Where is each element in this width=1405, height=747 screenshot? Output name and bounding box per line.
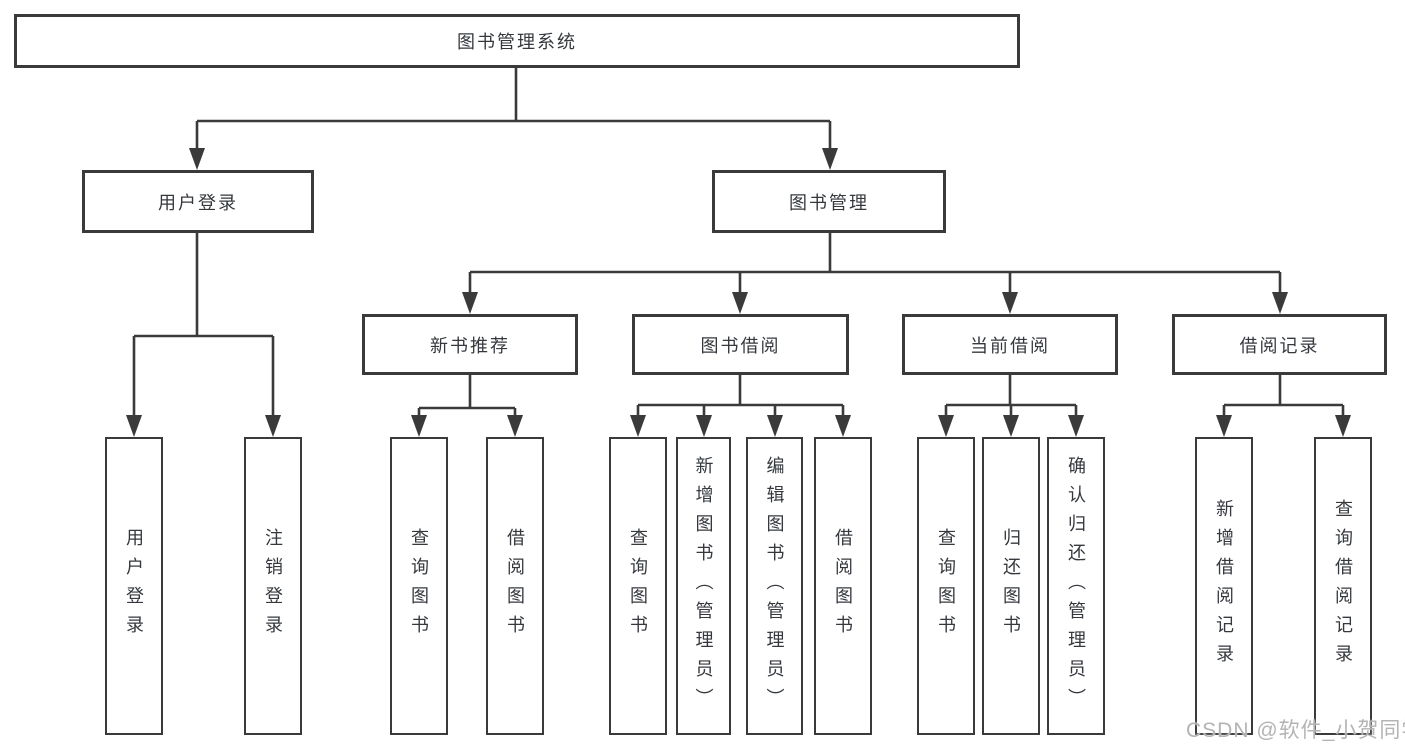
node-label: 注销登录 bbox=[263, 528, 283, 644]
connector-book-mgmt-to-level3 bbox=[462, 231, 1288, 314]
node-label: 用户登录 bbox=[124, 528, 144, 644]
leaf-query-books-borrowing: 查询图书 bbox=[609, 437, 667, 735]
connector-borrow-records-to-leaves bbox=[1216, 373, 1351, 437]
node-label: 归还图书 bbox=[1001, 528, 1021, 644]
node-book-management: 图书管理 bbox=[712, 170, 946, 233]
leaf-add-books-admin: 新增图书（管理员） bbox=[676, 437, 731, 735]
node-label: 图书管理系统 bbox=[457, 32, 577, 52]
connector-user-login-to-leaves bbox=[126, 231, 281, 437]
node-borrowing-records: 借阅记录 bbox=[1172, 314, 1387, 375]
node-book-borrowing: 图书借阅 bbox=[632, 314, 849, 375]
connector-current-borrow-to-leaves bbox=[938, 373, 1084, 437]
leaf-query-borrow-record: 查询借阅记录 bbox=[1314, 437, 1372, 735]
connector-book-borrow-to-leaves bbox=[630, 373, 851, 437]
node-label: 借阅图书 bbox=[505, 528, 525, 644]
node-new-book-recommend: 新书推荐 bbox=[362, 314, 578, 375]
node-label: 图书管理 bbox=[789, 192, 869, 213]
node-label: 当前借阅 bbox=[970, 335, 1050, 356]
leaf-return-books: 归还图书 bbox=[982, 437, 1040, 735]
node-label: 新增借阅记录 bbox=[1214, 499, 1234, 673]
leaf-query-books-current: 查询图书 bbox=[917, 437, 975, 735]
node-user-login: 用户登录 bbox=[82, 170, 314, 233]
node-label: 借阅图书 bbox=[833, 528, 853, 644]
node-label: 编辑图书（管理员） bbox=[764, 455, 785, 717]
node-label: 查询图书 bbox=[409, 528, 429, 644]
node-label: 新书推荐 bbox=[430, 335, 510, 356]
leaf-edit-books-admin: 编辑图书（管理员） bbox=[746, 437, 803, 735]
node-label: 图书借阅 bbox=[700, 335, 781, 356]
connector-new-book-rec-to-leaves bbox=[411, 373, 523, 437]
leaf-borrow-books-borrowing: 借阅图书 bbox=[814, 437, 872, 735]
leaf-user-login: 用户登录 bbox=[105, 437, 163, 735]
node-label: 确认归还（管理员） bbox=[1066, 455, 1086, 717]
node-label: 新增图书（管理员） bbox=[693, 455, 714, 717]
csdn-watermark: CSDN @软件_小贺同学 bbox=[1186, 719, 1405, 742]
leaf-borrow-books-recommend: 借阅图书 bbox=[486, 437, 544, 735]
connector-root-to-level2 bbox=[189, 66, 838, 170]
leaf-confirm-return-admin: 确认归还（管理员） bbox=[1047, 437, 1105, 735]
node-label: 借阅记录 bbox=[1239, 335, 1320, 356]
node-label: 查询图书 bbox=[628, 528, 648, 644]
node-current-borrowing: 当前借阅 bbox=[902, 314, 1118, 375]
node-label: 查询借阅记录 bbox=[1333, 499, 1353, 673]
node-label: 查询图书 bbox=[936, 528, 956, 644]
leaf-add-borrow-record: 新增借阅记录 bbox=[1195, 437, 1253, 735]
leaf-logout-login: 注销登录 bbox=[244, 437, 302, 735]
leaf-query-books-recommend: 查询图书 bbox=[390, 437, 448, 735]
node-label: 用户登录 bbox=[158, 192, 238, 213]
node-library-system: 图书管理系统 bbox=[14, 14, 1020, 68]
